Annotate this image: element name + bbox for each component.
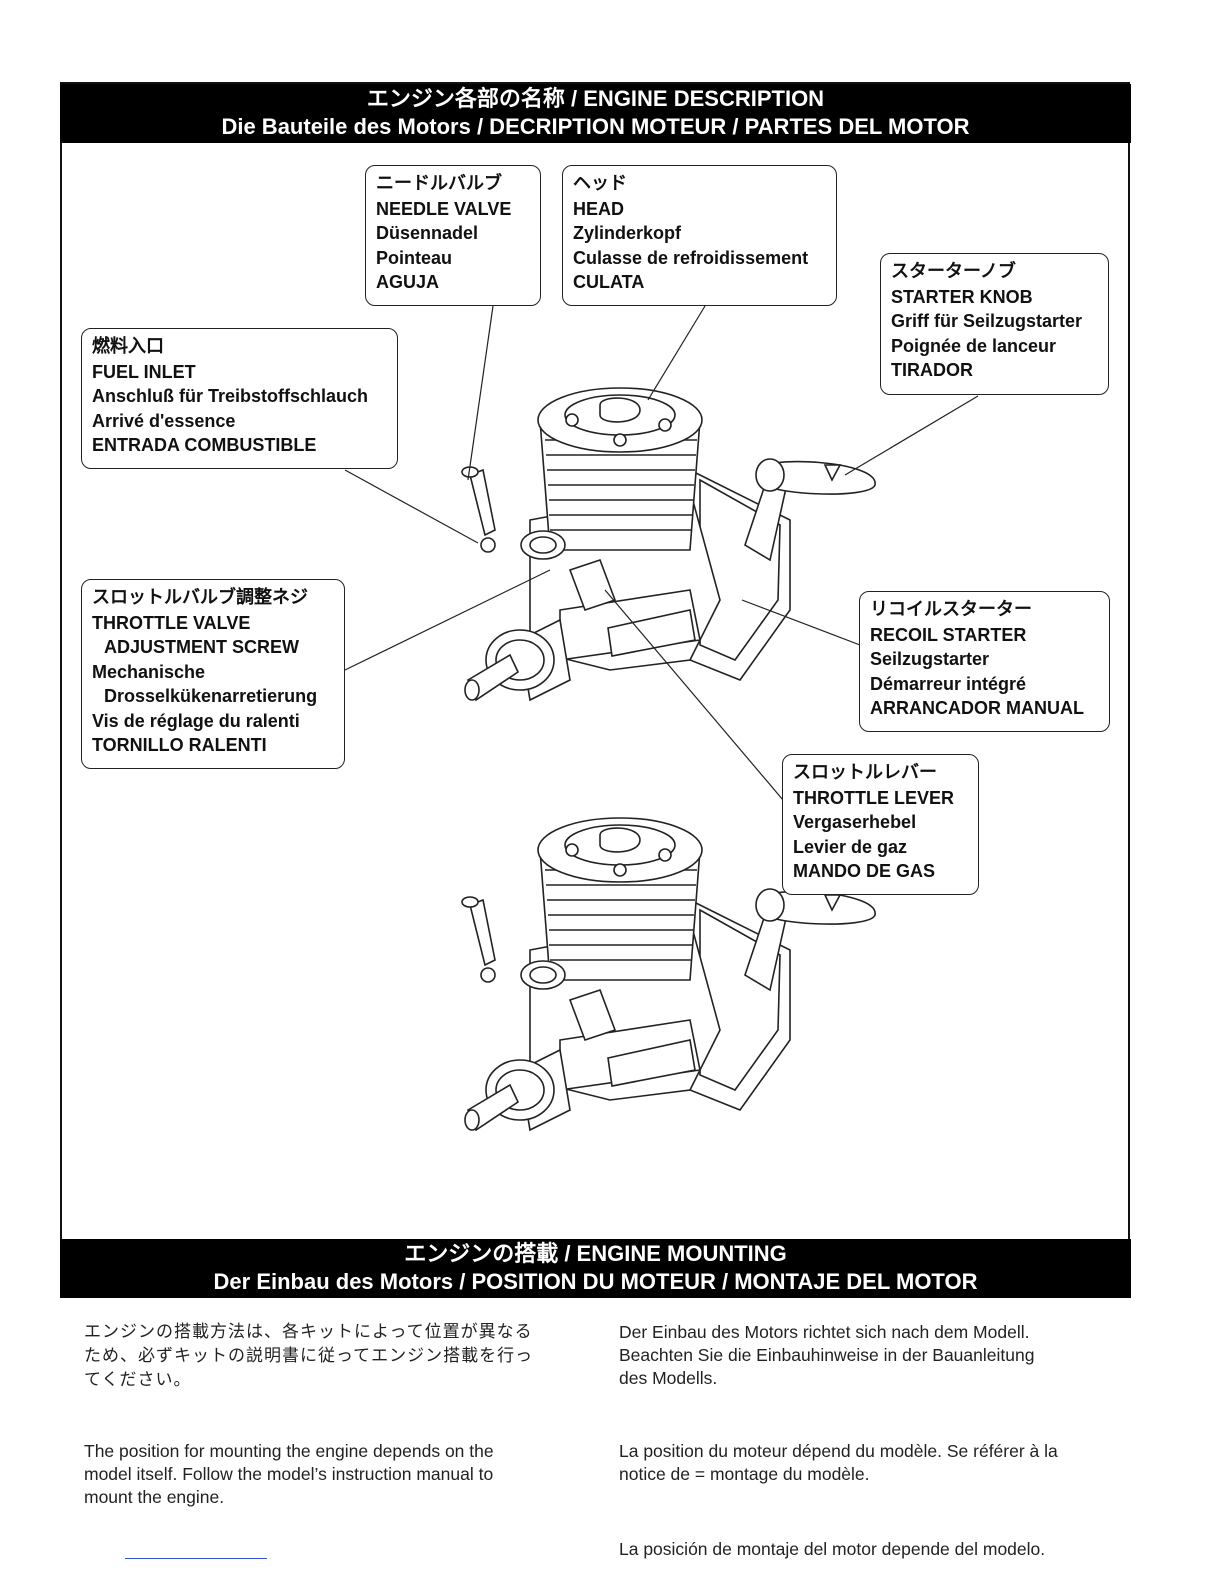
throttle-screw-en1: THROTTLE VALVE <box>92 612 251 633</box>
throttle-screw-de2: Drosselkükenarretierung <box>104 686 318 706</box>
head-de: Zylinderkopf <box>573 223 682 243</box>
head-fr: Culasse de refroidissement <box>573 247 809 268</box>
throttle-lever-fr: Levier de gaz <box>793 836 908 857</box>
throttle-screw-fr: Vis de réglage du ralenti <box>92 710 300 731</box>
recoil-jp: リコイルスターター <box>870 599 1032 620</box>
de-line: Der Einbau des Motors richtet sich nach … <box>619 1322 1030 1342</box>
needle-de: Düsennadel <box>376 223 479 243</box>
en-line: The position for mounting the engine dep… <box>84 1441 494 1461</box>
callout-needle-valve: ニードルバルブ NEEDLE VALVE Düsennadel Pointeau… <box>365 165 541 306</box>
starter-knob-fr: Poignée de lanceur <box>891 335 1057 356</box>
leader-lines <box>344 305 979 801</box>
section2-title-line2: Der Einbau des Motors / POSITION DU MOTE… <box>213 1269 978 1294</box>
jp-line: てください。 <box>84 1370 192 1390</box>
fuel-inlet-fr: Arrivé d'essence <box>92 410 236 431</box>
de-line: des Modells. <box>619 1368 718 1388</box>
section-title-line2: Die Bauteile des Motors / DECRIPTION MOT… <box>221 114 970 139</box>
jp-line: ため、必ずキットの説明書に従ってエンジン搭載を行っ <box>84 1346 534 1366</box>
section-header-engine-mounting: エンジンの搭載 / ENGINE MOUNTING Der Einbau des… <box>60 1239 1131 1298</box>
fuel-inlet-en: FUEL INLET <box>92 361 196 382</box>
throttle-lever-jp: スロットルレバー <box>793 762 937 783</box>
head-es: CULATA <box>573 272 645 292</box>
throttle-screw-de1: Mechanische <box>92 661 206 682</box>
footnote-rule <box>125 1558 267 1559</box>
needle-es: AGUJA <box>376 272 440 292</box>
throttle-screw-es: TORNILLO RALENTI <box>92 735 267 755</box>
needle-fr: Pointeau <box>376 247 453 268</box>
callout-recoil-starter: リコイルスターター RECOIL STARTER Seilzugstarter … <box>859 591 1110 732</box>
throttle-screw-jp: スロットルバルブ調整ネジ <box>92 587 308 608</box>
section-title-line1: エンジン各部の名称 / ENGINE DESCRIPTION <box>366 86 825 111</box>
mounting-text-de: Der Einbau des Motors richtet sich nach … <box>619 1321 1119 1390</box>
callout-head: ヘッド HEAD Zylinderkopf Culasse de refroid… <box>562 165 837 306</box>
recoil-de: Seilzugstarter <box>870 649 990 669</box>
head-jp: ヘッド <box>573 173 627 194</box>
needle-jp: ニードルバルブ <box>376 173 502 194</box>
mounting-text-fr: La position du moteur dépend du modèle. … <box>619 1440 1139 1486</box>
throttle-lever-es: MANDO DE GAS <box>793 861 936 881</box>
en-line: mount the engine. <box>84 1487 225 1507</box>
mounting-text-es: La posición de montaje del motor depende… <box>619 1538 1139 1561</box>
en-line: model itself. Follow the model’s instruc… <box>84 1464 494 1484</box>
fr-line: notice de = montage du modèle. <box>619 1464 870 1484</box>
starter-knob-es: TIRADOR <box>891 360 973 380</box>
fuel-inlet-jp: 燃料入口 <box>92 336 164 357</box>
starter-knob-de: Griff für Seilzugstarter <box>891 311 1083 331</box>
head-en: HEAD <box>573 198 625 219</box>
recoil-fr: Démarreur intégré <box>870 673 1027 694</box>
jp-line: エンジンの搭載方法は、各キットによって位置が異なる <box>84 1322 533 1342</box>
de-line: Beachten Sie die Einbauhinweise in der B… <box>619 1345 1035 1365</box>
starter-knob-jp: スターターノブ <box>891 261 1016 282</box>
engine-illustration-top <box>461 387 876 701</box>
recoil-en: RECOIL STARTER <box>870 624 1027 645</box>
mounting-text-jp: エンジンの搭載方法は、各キットによって位置が異なる ため、必ずキットの説明書に従… <box>84 1320 584 1392</box>
fuel-inlet-es: ENTRADA COMBUSTIBLE <box>92 435 317 455</box>
recoil-es: ARRANCADOR MANUAL <box>870 698 1084 718</box>
throttle-screw-en2: ADJUSTMENT SCREW <box>104 637 300 657</box>
callout-fuel-inlet: 燃料入口 FUEL INLET Anschluß für Treibstoffs… <box>81 328 398 469</box>
es-line: La posición de montaje del motor depende… <box>619 1539 1046 1559</box>
fr-line: La position du moteur dépend du modèle. … <box>619 1441 1058 1461</box>
section-header-engine-description: エンジン各部の名称 / ENGINE DESCRIPTION Die Baute… <box>60 84 1131 143</box>
throttle-lever-de: Vergaserhebel <box>793 812 917 832</box>
needle-en: NEEDLE VALVE <box>376 198 512 219</box>
callout-starter-knob: スターターノブ STARTER KNOB Griff für Seilzugst… <box>880 253 1109 395</box>
section2-title-line1: エンジンの搭載 / ENGINE MOUNTING <box>404 1241 787 1266</box>
callout-throttle-valve-screw: スロットルバルブ調整ネジ THROTTLE VALVE ADJUSTMENT S… <box>81 579 345 769</box>
fuel-inlet-de: Anschluß für Treibstoffschlauch <box>92 386 369 406</box>
throttle-lever-en: THROTTLE LEVER <box>793 787 954 808</box>
callout-throttle-lever: スロットルレバー THROTTLE LEVER Vergaserhebel Le… <box>782 754 979 895</box>
mounting-text-en: The position for mounting the engine dep… <box>84 1440 584 1509</box>
page-frame <box>60 82 1130 1242</box>
starter-knob-en: STARTER KNOB <box>891 286 1033 307</box>
